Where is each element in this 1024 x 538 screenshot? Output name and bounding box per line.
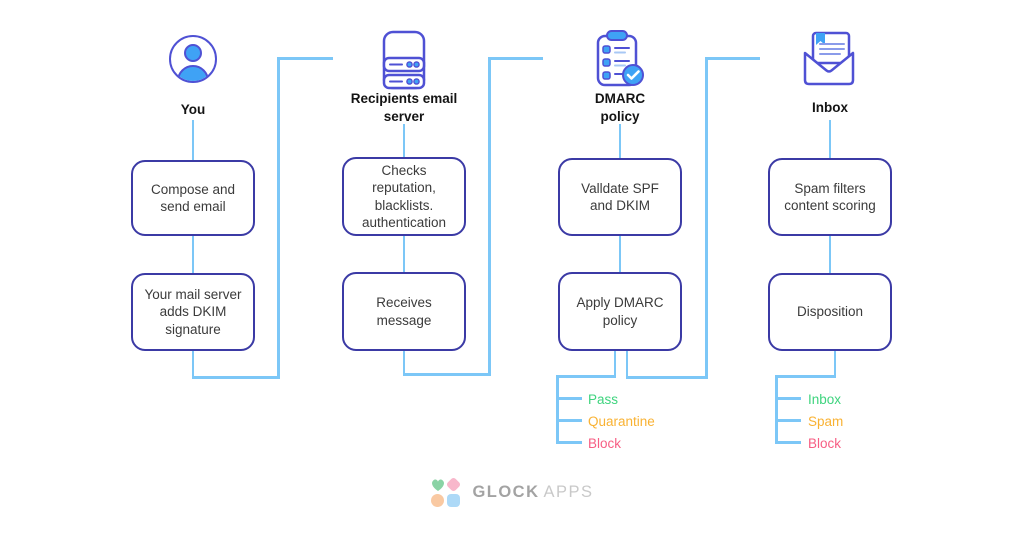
column-label-recipients-server: Recipients email server — [350, 91, 458, 124]
branch-tick — [775, 419, 801, 422]
inbox-icon — [802, 30, 856, 95]
brand-secondary: APPS — [543, 483, 594, 501]
connector-line — [277, 57, 280, 379]
connector-line — [192, 351, 194, 378]
branch-spine — [775, 375, 778, 444]
square-shape — [447, 494, 461, 507]
flow-box-apply-dmarc: Apply DMARC policy — [558, 272, 682, 351]
diamond-shape — [446, 476, 462, 493]
branch-label-pass: Pass — [588, 392, 619, 407]
connector-line — [626, 376, 707, 379]
user-icon — [168, 34, 218, 89]
connector-line — [556, 375, 616, 378]
flow-box-checks-reputation: Checks reputation, blacklists. authentic… — [342, 157, 466, 236]
connector-line — [705, 57, 760, 60]
connector-line — [829, 120, 831, 160]
connector-line — [619, 236, 621, 272]
flow-box-dkim-signature: Your mail server adds DKIM signature — [131, 273, 255, 351]
connector-line — [488, 57, 543, 60]
branch-spine — [556, 375, 559, 444]
connector-line — [403, 236, 405, 272]
flow-box-disposition: Disposition — [768, 273, 892, 351]
branch-label-inbox: Inbox — [808, 392, 842, 407]
connector-line — [488, 57, 491, 376]
branch-label-spam: Spam — [808, 414, 844, 429]
flow-box-spam-filters: Spam filters content scoring — [768, 158, 892, 236]
connector-line — [403, 351, 405, 376]
flow-box-validate-spf-dkim: Valldate SPF and DKIM — [558, 158, 682, 236]
branch-label-block: Block — [588, 436, 622, 451]
clipboard-check-icon — [595, 29, 645, 94]
connector-line — [403, 124, 405, 160]
column-label-inbox: Inbox — [812, 100, 848, 115]
branch-label-quarantine: Quarantine — [588, 414, 655, 429]
circle-shape — [431, 494, 445, 507]
server-icon — [382, 30, 426, 95]
column-label-you: You — [180, 102, 206, 117]
connector-line — [614, 351, 616, 377]
glockapps-logo-icon — [430, 476, 462, 508]
connector-line — [626, 351, 628, 378]
branch-tick — [556, 419, 582, 422]
connector-line — [192, 120, 194, 160]
brand-primary: GLOCK — [472, 483, 540, 501]
connector-line — [192, 236, 194, 273]
connector-line — [277, 57, 333, 60]
column-label-dmarc-policy: DMARC policy — [594, 91, 646, 124]
branch-tick — [775, 441, 801, 444]
connector-line — [192, 376, 280, 379]
connector-line — [775, 375, 836, 378]
branch-tick — [556, 397, 582, 400]
branch-label-block: Block — [808, 436, 842, 451]
connector-line — [705, 57, 708, 379]
heart-shape — [432, 479, 445, 491]
connector-line — [619, 124, 621, 160]
flow-box-compose-send: Compose and send email — [131, 160, 255, 236]
branch-tick — [556, 441, 582, 444]
connector-line — [403, 373, 491, 376]
branch-tick — [775, 397, 801, 400]
connector-line — [834, 351, 836, 377]
flow-box-receives-message: Receives message — [342, 272, 466, 351]
connector-line — [829, 236, 831, 273]
